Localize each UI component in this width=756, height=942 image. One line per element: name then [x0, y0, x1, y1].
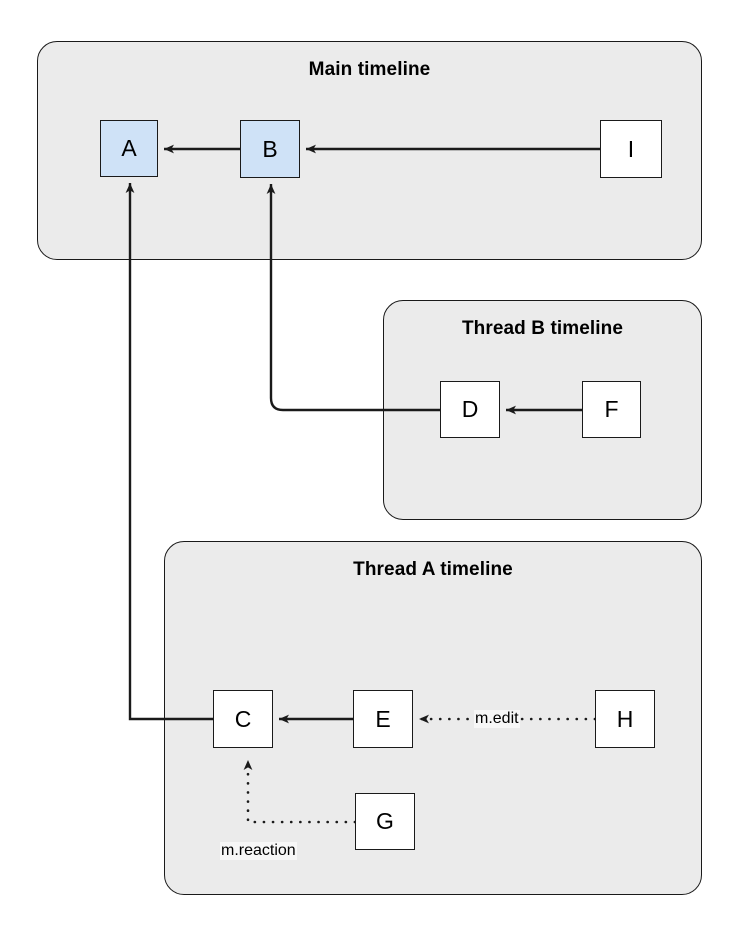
node-c[interactable]: C — [213, 690, 273, 748]
node-b[interactable]: B — [240, 120, 300, 178]
edge-c-to-a — [125, 183, 213, 721]
node-a[interactable]: A — [100, 120, 158, 177]
edge-d-to-b — [266, 184, 440, 412]
edge-label-m-edit: m.edit — [474, 710, 520, 729]
edge-label-m-reaction: m.reaction — [220, 842, 297, 861]
node-f[interactable]: F — [582, 381, 641, 438]
node-e[interactable]: E — [353, 690, 413, 748]
node-i[interactable]: I — [600, 120, 662, 178]
group-thread-a-timeline-title: Thread A timeline — [353, 559, 513, 580]
group-thread-b-timeline-title: Thread B timeline — [461, 318, 624, 339]
group-main-timeline-title: Main timeline — [308, 59, 431, 80]
node-g[interactable]: G — [355, 793, 415, 850]
node-d[interactable]: D — [440, 381, 500, 438]
edge-g-to-c — [243, 758, 357, 824]
node-h[interactable]: H — [595, 690, 655, 748]
